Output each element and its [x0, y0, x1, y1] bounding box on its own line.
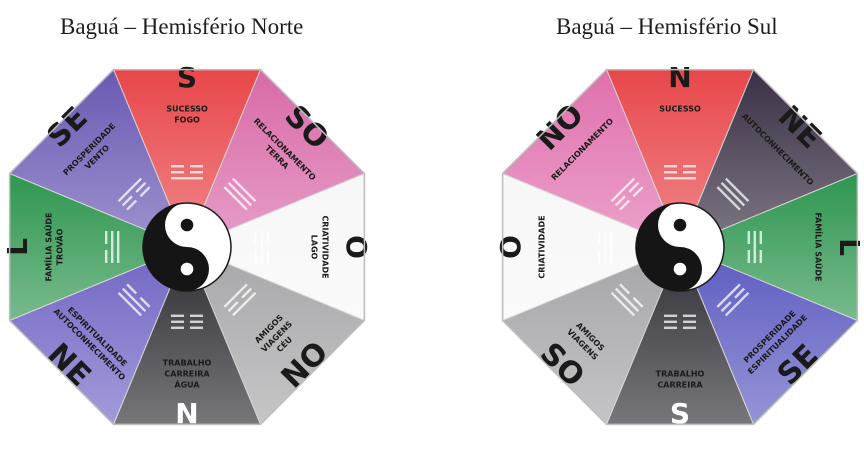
yin-yang-icon [142, 202, 232, 292]
trigram-mark [664, 314, 696, 329]
trigram-mark [223, 177, 257, 211]
sector-label: SUCESSO [166, 105, 208, 114]
direction-label: S [670, 397, 690, 430]
sector-label: FAMÍLIA SAÚDE [43, 212, 54, 281]
trigram-mark [223, 283, 257, 317]
sector-label: FOGO [174, 116, 200, 125]
octagon-outline [8, 68, 366, 426]
sector-label: TRABALHO [656, 370, 705, 379]
trigram-mark [747, 231, 762, 263]
sector-south-l: L FAMÍLIA SAÚDE [678, 172, 864, 322]
sector-label: TRABALHO [163, 359, 212, 368]
sector-label: SUCESSO [659, 105, 701, 114]
trigram-mark [105, 231, 120, 263]
trigram-mark [664, 165, 696, 180]
trigram-mark [598, 231, 613, 263]
sector-label: LAGO [310, 235, 319, 260]
trigram-mark [610, 283, 644, 317]
octagon-outline [501, 68, 859, 426]
trigram-mark [117, 177, 151, 211]
sector-label: CRIATIVIDADE [321, 215, 330, 278]
direction-label: L [1, 238, 34, 256]
sector-label: TROVÃO [55, 228, 65, 265]
sector-label: FAMÍLIA SAÚDE [814, 212, 825, 281]
trigram-mark [254, 231, 269, 263]
trigram-mark [171, 165, 203, 180]
sector-label: ÁGUA [174, 379, 200, 390]
direction-label: L [833, 238, 864, 256]
title-south: Baguá – Hemisfério Sul [556, 14, 778, 39]
trigram-mark [716, 177, 750, 211]
trigram-mark [610, 177, 644, 211]
direction-label: N [668, 61, 691, 94]
yin-yang-icon [635, 202, 725, 292]
trigram-mark [117, 283, 151, 317]
direction-label: O [494, 235, 527, 259]
sector-label: CARREIRA [164, 370, 210, 379]
direction-label: S [177, 61, 197, 94]
sector-south-n: N SUCESSO [605, 61, 755, 249]
direction-label: N [175, 397, 198, 430]
trigram-mark [716, 283, 750, 317]
direction-label: O [340, 235, 373, 259]
trigram-mark [171, 314, 203, 329]
sector-label: CARREIRA [657, 381, 703, 390]
sector-label: CRIATIVIDADE [538, 215, 547, 278]
title-north: Baguá – Hemisfério Norte [60, 14, 304, 39]
